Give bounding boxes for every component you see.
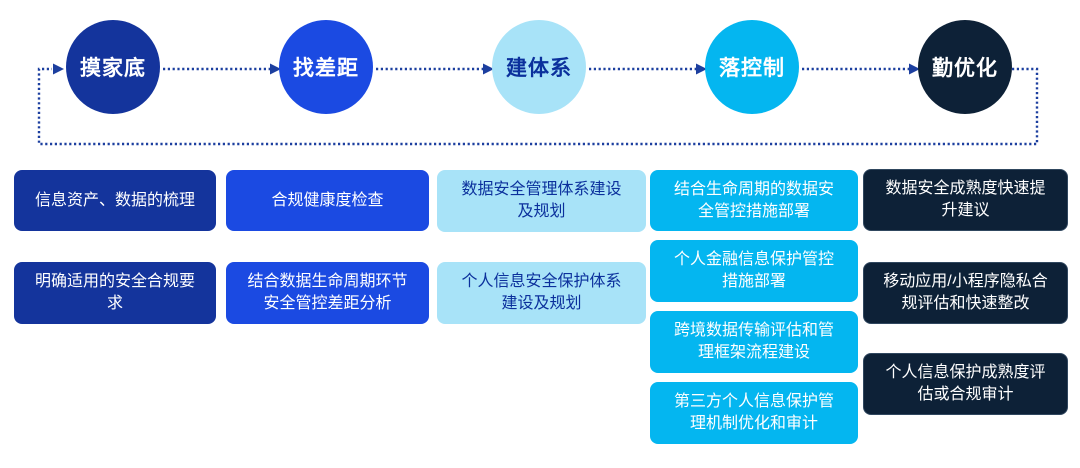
stage-circle-1: 摸家底 <box>66 20 160 114</box>
stage-3-task-2: 个人信息安全保护体系建设及规划 <box>437 262 646 324</box>
arrowhead-3-4 <box>696 63 707 75</box>
arrowhead-4-5 <box>909 63 920 75</box>
stage-2-task-1: 合规健康度检查 <box>226 170 429 231</box>
stage-circle-2: 找差距 <box>279 20 373 114</box>
stage-4-task-4: 第三方个人信息保护管理机制优化和审计 <box>650 382 858 444</box>
stage-2-label: 找差距 <box>293 57 359 80</box>
stage-3-label: 建体系 <box>506 57 572 80</box>
stage-1-task-2: 明确适用的安全合规要求 <box>14 262 216 324</box>
stage-1-label: 摸家底 <box>80 57 146 80</box>
arrowhead-2-3 <box>483 63 494 75</box>
stage-4-label: 落控制 <box>719 57 785 80</box>
stage-3-task-1: 数据安全管理体系建设及规划 <box>437 170 646 232</box>
stage-5-task-2: 移动应用/小程序隐私合规评估和快速整改 <box>863 262 1068 324</box>
stage-4-task-1: 结合生命周期的数据安全管控措施部署 <box>650 170 858 231</box>
stage-circle-4: 落控制 <box>705 20 799 114</box>
arrowhead-1-2 <box>270 63 281 75</box>
stage-2-task-2: 结合数据生命周期环节安全管控差距分析 <box>226 262 429 324</box>
arrowhead-into-stage-1 <box>53 63 64 75</box>
stage-4-task-2: 个人金融信息保护管控措施部署 <box>650 240 858 302</box>
stage-circle-3: 建体系 <box>492 20 586 114</box>
stage-circle-5: 勤优化 <box>918 20 1012 114</box>
stage-1-task-1: 信息资产、数据的梳理 <box>14 170 216 231</box>
stage-5-label: 勤优化 <box>932 57 998 80</box>
stage-5-task-1: 数据安全成熟度快速提升建议 <box>863 169 1068 231</box>
stage-4-task-3: 跨境数据传输评估和管理框架流程建设 <box>650 311 858 373</box>
stage-5-task-3: 个人信息保护成熟度评估或合规审计 <box>863 353 1068 415</box>
feedback-loop-line <box>37 67 1039 146</box>
